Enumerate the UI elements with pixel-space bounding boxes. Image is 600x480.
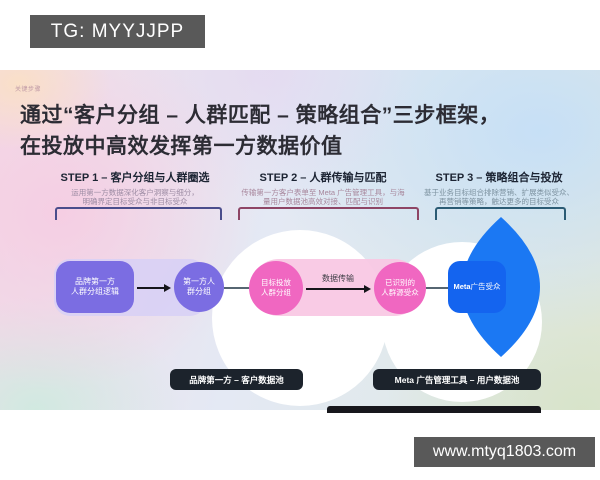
- step2-description: 传输第一方客户表单至 Meta 广告管理工具，与海 量用户数据池高效对接、匹配与…: [231, 188, 415, 206]
- step1-heading: STEP 1 – 客户分组与人群圈选: [60, 172, 210, 184]
- tg-badge: TG: MYYJJPP: [30, 15, 205, 48]
- step3-desc-line1: 基于业务目标组合排除营销、扩展类似受众、: [424, 188, 574, 197]
- step3-column: STEP 3 – 策略组合与投放 基于业务目标组合排除营销、扩展类似受众、 再营…: [420, 169, 578, 206]
- target-audience-circle: 目标投放 人群分组: [249, 261, 303, 315]
- slide-background: 关键步骤 通过“客户分组 – 人群匹配 – 策略组合”三步框架， 在投放中高效发…: [0, 70, 600, 413]
- data-transfer-label: 数据传输: [322, 274, 354, 283]
- first-party-line2: 群分组: [187, 287, 211, 296]
- step3-description: 基于业务目标组合排除营销、扩展类似受众、 再营销等策略，触达更多的目标受众: [420, 188, 578, 206]
- meta-audience-rest: 广告受众: [470, 282, 501, 291]
- pill-brand-data-pool: 品牌第一方 – 客户数据池: [170, 369, 303, 390]
- arrow-box-to-circle: [137, 284, 171, 292]
- title-line-2: 在投放中高效发挥第一方数据价值: [20, 135, 343, 158]
- connector-pink-to-meta: [426, 287, 450, 289]
- step1-desc-line2: 明确界定目标受众与非目标受众: [82, 197, 188, 206]
- step2-desc-line2: 量用户数据池高效对接、匹配与识别: [263, 197, 383, 206]
- step2-column: STEP 2 – 人群传输与匹配 传输第一方客户表单至 Meta 广告管理工具，…: [231, 169, 415, 206]
- step3-desc-line2: 再营销等策略，触达更多的目标受众: [439, 197, 559, 206]
- title-line-1: 通过“客户分组 – 人群匹配 – 策略组合”三步框架，: [20, 104, 501, 127]
- site-badge: www.mtyq1803.com: [414, 437, 595, 467]
- target-line1: 目标投放: [261, 278, 291, 287]
- meta-audience-box: Meta广告受众: [448, 261, 506, 313]
- arrow-data-transfer: [306, 285, 371, 293]
- step1-desc-line1: 运用第一方数据深化客户洞察与细分，: [71, 188, 199, 197]
- step2-heading: STEP 2 – 人群传输与匹配: [259, 172, 387, 184]
- connector-purple-to-pink: [224, 287, 252, 289]
- identified-line1: 已识别的: [385, 278, 415, 287]
- slide-eyebrow: 关键步骤: [15, 87, 42, 93]
- brand-logic-line2: 人群分组逻辑: [71, 287, 119, 296]
- slide-title: 通过“客户分组 – 人群匹配 – 策略组合”三步框架， 在投放中高效发挥第一方数…: [20, 100, 500, 162]
- brand-logic-box: 品牌第一方 人群分组逻辑: [56, 261, 134, 313]
- footer-bar: [327, 406, 541, 413]
- identified-audience-circle: 已识别的 人群源受众: [374, 262, 426, 314]
- step3-heading: STEP 3 – 策略组合与投放: [435, 172, 563, 184]
- brand-logic-line1: 品牌第一方: [75, 277, 115, 286]
- target-line2: 人群分组: [261, 288, 291, 297]
- step2-desc-line1: 传输第一方客户表单至 Meta 广告管理工具，与海: [241, 188, 405, 197]
- step2-bracket: [238, 207, 419, 220]
- step1-column: STEP 1 – 客户分组与人群圈选 运用第一方数据深化客户洞察与细分， 明确界…: [33, 169, 237, 206]
- step3-bracket: [435, 207, 566, 220]
- step1-bracket: [55, 207, 222, 220]
- first-party-audience-circle: 第一方人 群分组: [174, 262, 224, 312]
- first-party-line1: 第一方人: [183, 277, 215, 286]
- step1-description: 运用第一方数据深化客户洞察与细分， 明确界定目标受众与非目标受众: [33, 188, 237, 206]
- meta-audience-label: Meta广告受众: [453, 282, 500, 292]
- meta-audience-bold: Meta: [453, 282, 471, 291]
- identified-line2: 人群源受众: [381, 288, 419, 297]
- pill-meta-data-pool: Meta 广告管理工具 – 用户数据池: [373, 369, 541, 390]
